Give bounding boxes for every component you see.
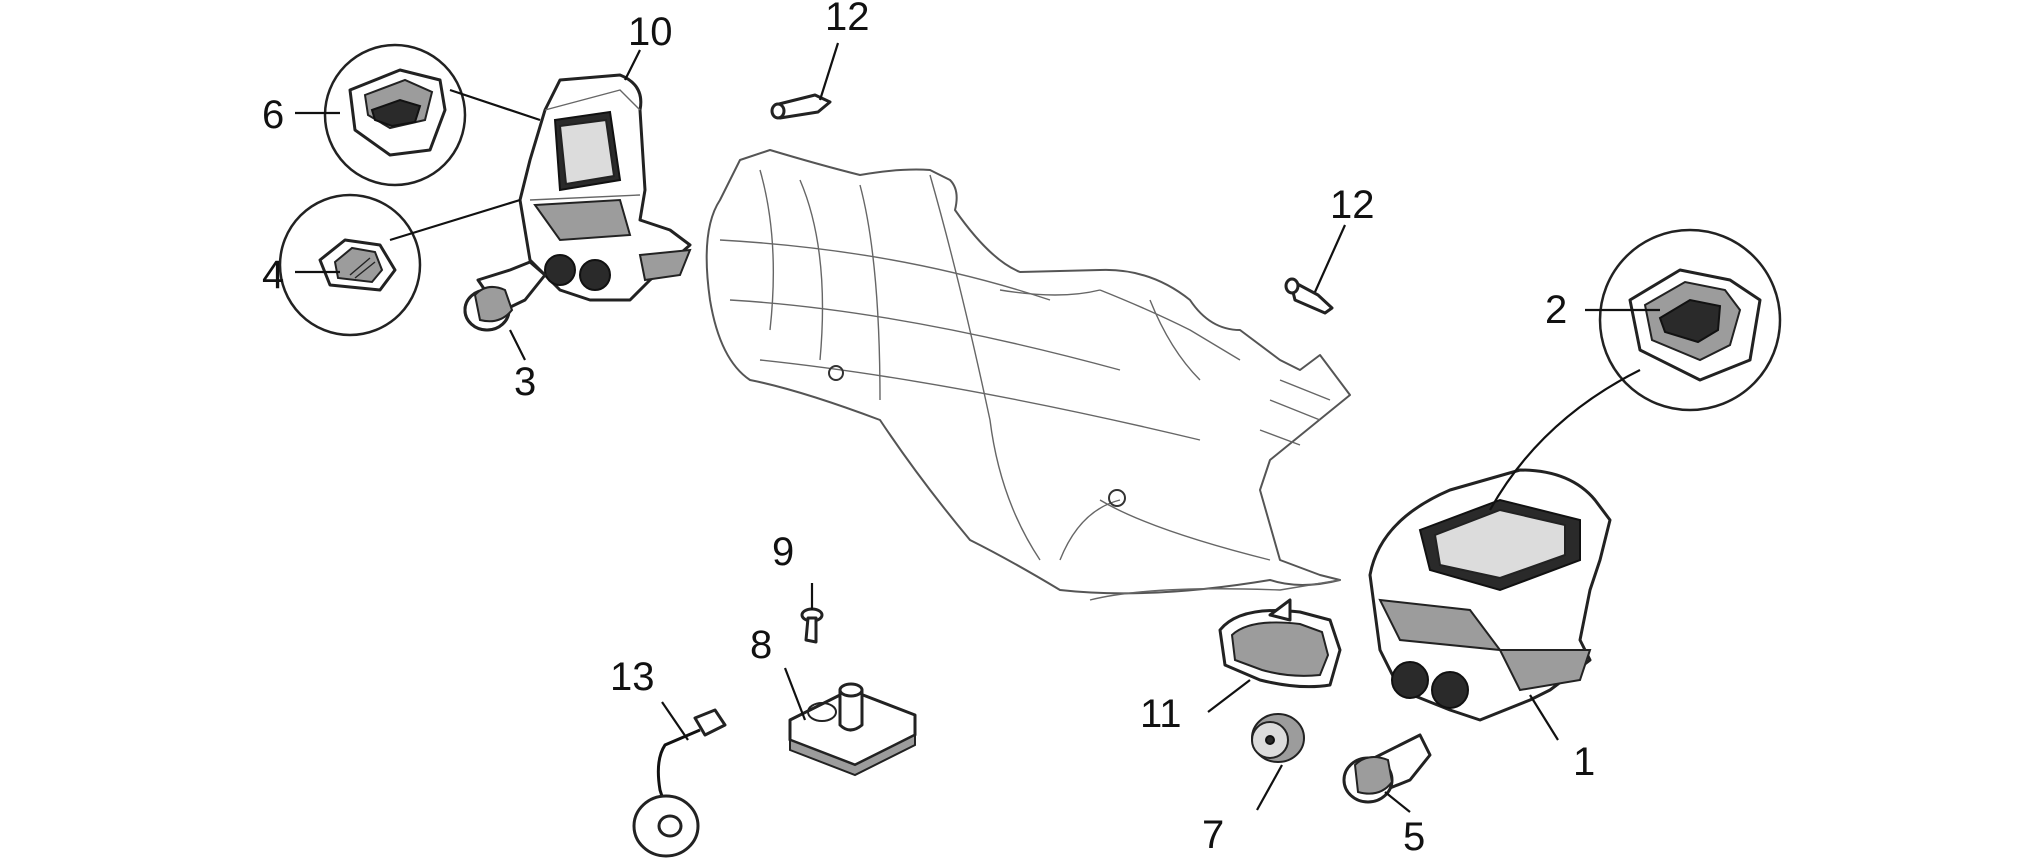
callout-label-1: 1 (1573, 740, 1595, 784)
callout-label-7: 7 (1202, 813, 1224, 857)
callout-label-3: 3 (514, 360, 536, 404)
callout-label-6: 6 (262, 93, 284, 137)
part-5-button (1342, 733, 1432, 804)
part-7-knob (1251, 713, 1305, 763)
part-12b-bulb (1284, 277, 1334, 315)
part-8-bracket (788, 682, 917, 777)
callout-label-12-top: 12 (825, 0, 870, 39)
part-12a-bulb (770, 93, 832, 120)
part-3-button (463, 260, 547, 332)
callout-label-2: 2 (1545, 288, 1567, 332)
detail-circle-part-4 (278, 193, 521, 337)
callout-label-4: 4 (262, 253, 284, 297)
part-9-screw (800, 607, 824, 644)
callout-labels: 1 2 3 4 5 6 7 8 9 10 11 12 12 13 (262, 0, 1595, 859)
right-switch-housing (1368, 468, 1612, 722)
part-13-sensor (632, 708, 727, 858)
part-11-cover (1218, 598, 1342, 689)
leader-lines (295, 42, 1660, 813)
callout-label-10: 10 (628, 10, 673, 54)
callout-label-11: 11 (1140, 692, 1182, 736)
callout-label-13: 13 (610, 655, 655, 699)
detail-circle-part-6 (323, 43, 541, 187)
detail-circle-part-2 (1489, 228, 1782, 511)
left-switch-housing (518, 73, 692, 302)
handlebar-cover (705, 149, 1351, 601)
callout-label-8: 8 (750, 623, 772, 667)
callout-label-12-right: 12 (1330, 183, 1375, 227)
callout-label-5: 5 (1403, 815, 1425, 859)
callout-label-9: 9 (772, 530, 794, 574)
